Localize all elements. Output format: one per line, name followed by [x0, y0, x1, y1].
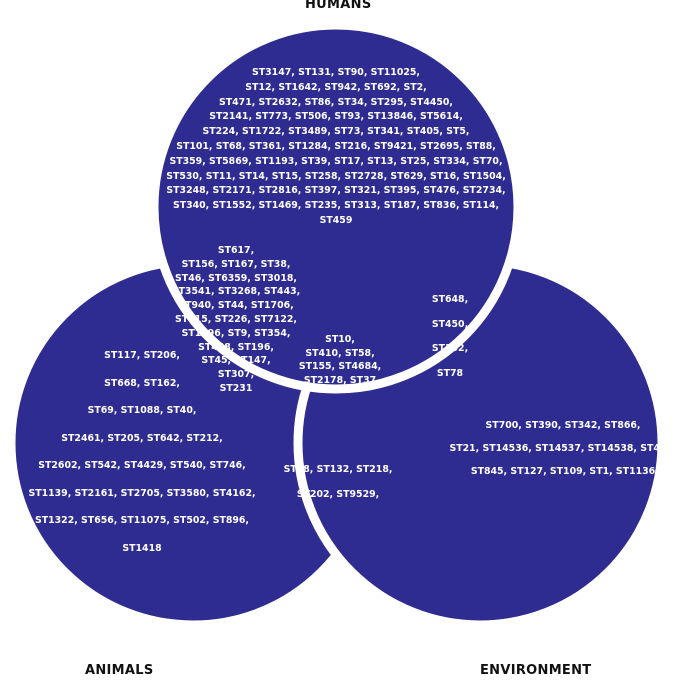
all-three-region: ST10, ST410, ST58, ST155, ST4684, ST2178…: [298, 334, 382, 386]
humans-environment-region: ST648, ST450, ST152, ST78: [431, 294, 469, 379]
animals-label: ANIMALS: [85, 663, 154, 678]
environment-only-region: ST700, ST390, ST342, ST866, ST21, ST1453…: [449, 420, 677, 477]
humans-circle: [149, 20, 523, 394]
humans-only-region: ST3147, ST131, ST90, ST11025, ST12, ST16…: [166, 67, 506, 226]
animals-only-region: ST117, ST206, ST668, ST162, ST69, ST1088…: [28, 350, 256, 554]
humans-label: HUMANS: [305, 0, 372, 12]
humans-animals-region: ST617, ST156, ST167, ST38, ST46, ST6359,…: [171, 245, 301, 394]
environment-label: ENVIRONMENT: [480, 663, 592, 678]
animals-environment-region: ST48, ST132, ST218, ST202, ST9529,: [283, 464, 393, 500]
